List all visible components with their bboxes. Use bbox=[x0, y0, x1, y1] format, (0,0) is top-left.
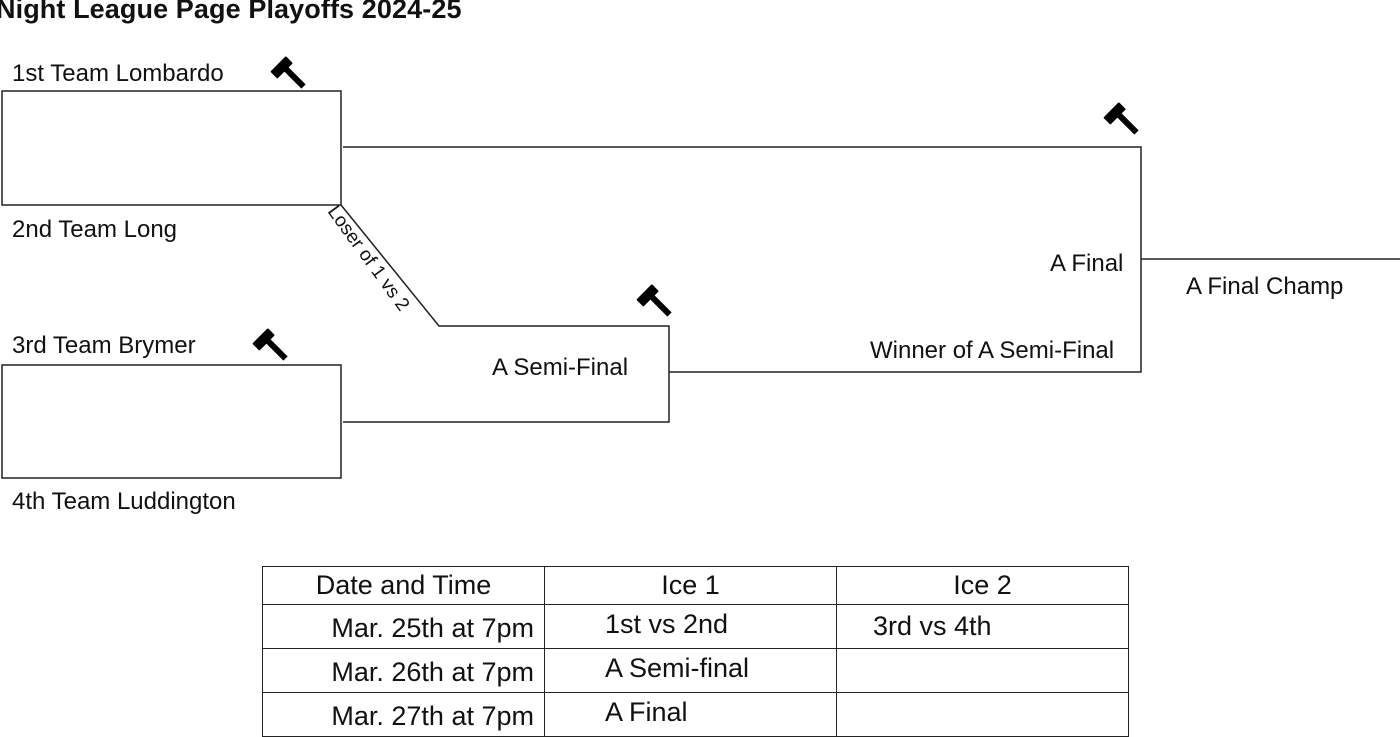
table-row: Mar. 27th at 7pm A Final bbox=[262, 692, 1129, 737]
cell-date: Mar. 26th at 7pm bbox=[262, 648, 545, 693]
page-title: Night League Page Playoffs 2024-25 bbox=[0, 0, 462, 24]
team-seed-4: 4th Team Luddington bbox=[12, 488, 236, 515]
cell-ice-1: A Final bbox=[544, 692, 837, 737]
header-ice-2: Ice 2 bbox=[836, 566, 1129, 605]
hammer-icon bbox=[636, 284, 676, 324]
table-row: Mar. 25th at 7pm 1st vs 2nd 3rd vs 4th bbox=[262, 604, 1129, 649]
team-seed-3: 3rd Team Brymer bbox=[12, 332, 196, 359]
hammer-icon bbox=[1103, 102, 1143, 142]
header-ice-1: Ice 1 bbox=[544, 566, 837, 605]
match-box-1v2 bbox=[1, 90, 342, 206]
cell-date: Mar. 25th at 7pm bbox=[262, 604, 545, 649]
cell-date: Mar. 27th at 7pm bbox=[262, 692, 545, 737]
match-box-3v4 bbox=[1, 364, 342, 479]
cell-ice-2 bbox=[836, 692, 1129, 737]
schedule-table: Date and Time Ice 1 Ice 2 Mar. 25th at 7… bbox=[262, 566, 1129, 737]
header-date-time: Date and Time bbox=[262, 566, 545, 605]
semi-final-bracket bbox=[340, 204, 670, 423]
cell-ice-2: 3rd vs 4th bbox=[836, 604, 1129, 649]
hammer-icon bbox=[252, 328, 292, 368]
semi-final-label: A Semi-Final bbox=[492, 354, 629, 381]
winner-semi-line bbox=[669, 259, 1142, 373]
champ-label: A Final Champ bbox=[1186, 273, 1344, 300]
winner-1v2-line bbox=[343, 146, 1142, 259]
winner-semi-label: Winner of A Semi-Final bbox=[870, 337, 1115, 364]
cell-ice-1: 1st vs 2nd bbox=[544, 604, 837, 649]
team-seed-2: 2nd Team Long bbox=[12, 216, 178, 243]
hammer-icon bbox=[270, 56, 310, 96]
table-row: Mar. 26th at 7pm A Semi-final bbox=[262, 648, 1129, 693]
team-seed-1: 1st Team Lombardo bbox=[12, 60, 224, 87]
final-label: A Final bbox=[1050, 250, 1124, 277]
cell-ice-1: A Semi-final bbox=[544, 648, 837, 693]
cell-ice-2 bbox=[836, 648, 1129, 693]
schedule-header-row: Date and Time Ice 1 Ice 2 bbox=[262, 566, 1129, 605]
